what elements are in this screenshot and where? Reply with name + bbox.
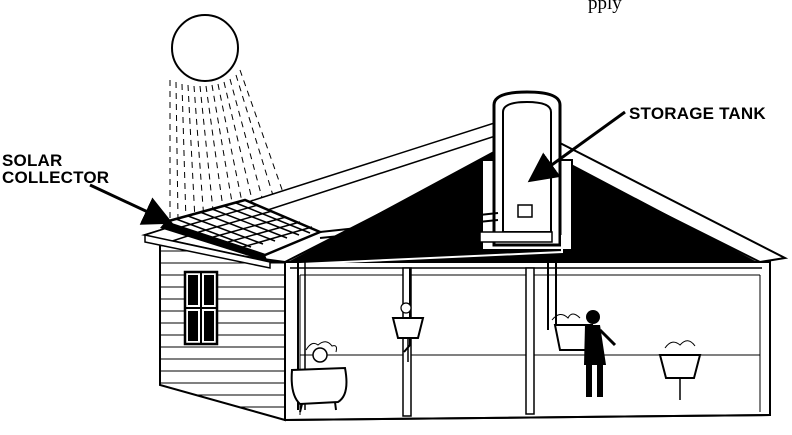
sun [172, 15, 238, 81]
interior-cutaway [285, 262, 770, 420]
solar-collector-label-line1: SOLAR [2, 152, 109, 169]
solar-collector-label-line2: COLLECTOR [2, 169, 109, 186]
window [185, 272, 217, 344]
solar-collector-label: SOLAR COLLECTOR [2, 152, 109, 186]
storage-tank [480, 92, 572, 250]
top-text-fragment: pply [588, 0, 622, 13]
storage-tank-label: STORAGE TANK [629, 105, 766, 122]
solar-collector-arrow [90, 185, 165, 220]
